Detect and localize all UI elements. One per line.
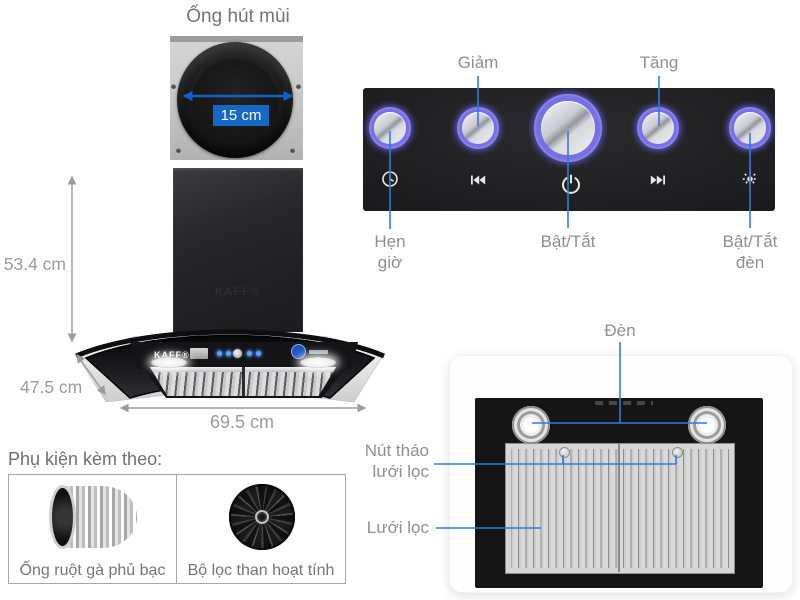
- hood-lamp-right: [300, 357, 336, 368]
- accessory-cell-carbon-filter: Bộ lọc than hoạt tính: [177, 475, 345, 583]
- dimension-height: 53.4 cm: [3, 254, 66, 274]
- accessories-heading: Phụ kiện kèm theo:: [8, 449, 163, 469]
- duct-opening: [177, 42, 293, 158]
- dimension-width: 69.5 cm: [209, 412, 275, 432]
- vent-slots: [595, 401, 653, 405]
- screw-icon: [290, 148, 295, 153]
- panel-label-light: Bật/Tắt đèn: [722, 232, 778, 272]
- power-button: [534, 94, 602, 162]
- filter-release-knob-right: [672, 447, 683, 458]
- label-filter: Lưới lọc: [366, 518, 429, 537]
- forward-icon: [647, 169, 669, 191]
- led-indicator: [226, 351, 231, 356]
- label-light: Đèn: [604, 321, 636, 340]
- duct-photo: 15 cm: [170, 36, 303, 160]
- dimension-depth: 47.5 cm: [20, 377, 83, 397]
- underside-lamp-right: [688, 406, 726, 444]
- brand-badge: [291, 344, 306, 359]
- timer-icon: [379, 168, 401, 190]
- chimney-brand-emboss: KAFF®: [214, 286, 262, 298]
- increase-button: [637, 107, 679, 149]
- control-knob: [233, 349, 242, 358]
- grease-filter: [505, 443, 735, 574]
- duct-diameter-badge: 15 cm: [213, 105, 269, 126]
- label-filter-release: Nút tháo lưới lọc: [364, 441, 429, 481]
- rewind-icon: [467, 169, 489, 191]
- accessory-cell-flex-duct: Ống ruột gà phủ bạc: [9, 475, 177, 583]
- increase-button-face: [642, 112, 674, 144]
- led-indicator: [247, 351, 252, 356]
- flex-duct-image: [49, 485, 137, 549]
- screw-icon: [296, 84, 301, 89]
- hood-lamp-left: [151, 357, 187, 368]
- led-indicator: [217, 351, 222, 356]
- duct-title: Ống hút mùi: [186, 6, 290, 27]
- power-icon: [558, 172, 584, 198]
- hood-chimney: KAFF®: [173, 168, 303, 332]
- screw-icon: [171, 84, 176, 89]
- accessory-caption: Ống ruột gà phủ bạc: [19, 562, 166, 579]
- timer-button: [369, 107, 411, 149]
- panel-label-timer: Hẹn giờ: [374, 232, 406, 272]
- control-panel: [363, 88, 775, 211]
- flex-duct-opening: [49, 485, 76, 549]
- screw-icon: [176, 148, 181, 153]
- model-sticker: [309, 350, 328, 354]
- hood-front-filter: [149, 367, 337, 396]
- panel-label-decrease: Giảm: [457, 53, 499, 72]
- light-button-face: [734, 112, 766, 144]
- underside-lamp-left: [512, 406, 550, 444]
- accessory-caption: Bộ lọc than hoạt tính: [187, 562, 335, 579]
- energy-sticker: [190, 348, 208, 359]
- timer-button-face: [374, 112, 406, 144]
- decrease-button: [457, 107, 499, 149]
- filter-divider: [618, 443, 620, 572]
- light-button: [729, 107, 771, 149]
- decrease-button-face: [462, 112, 494, 144]
- carbon-filter-image: [229, 484, 295, 550]
- panel-label-increase: Tăng: [639, 53, 679, 72]
- panel-label-power: Bật/Tắt: [540, 232, 596, 251]
- power-button-face: [541, 101, 595, 155]
- brand-logo: KAFF®: [154, 350, 190, 360]
- light-icon: [739, 168, 761, 190]
- accessories-table: Ống ruột gà phủ bạc Bộ lọc than hoạt tín…: [8, 474, 346, 584]
- filter-release-knob-left: [559, 447, 570, 458]
- led-indicator: [256, 351, 261, 356]
- underside-body: [475, 398, 763, 588]
